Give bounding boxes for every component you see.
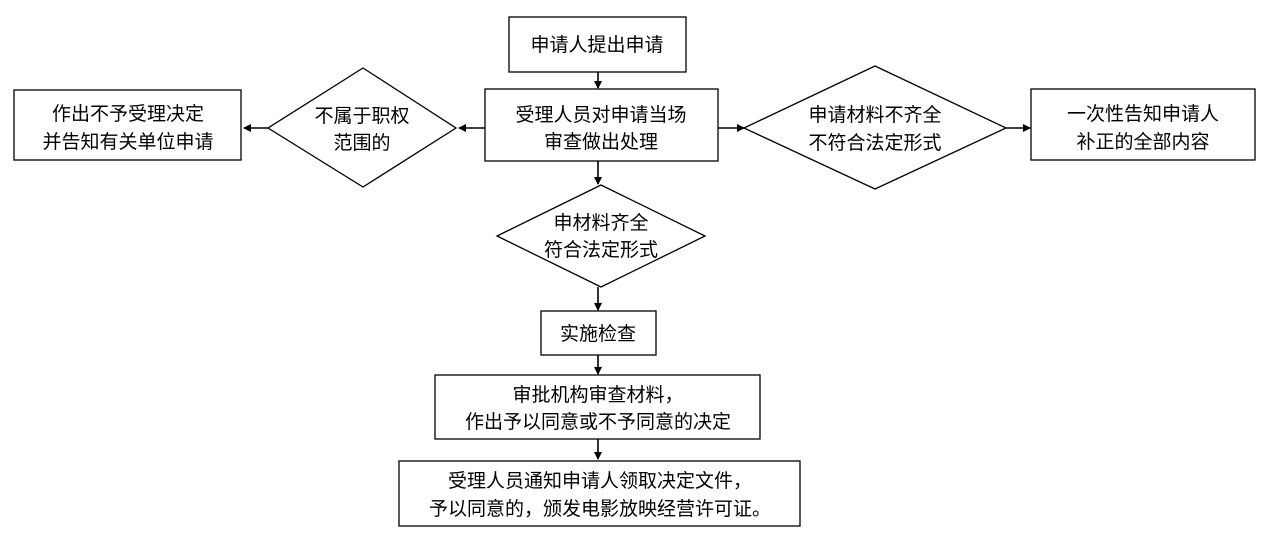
inspection-node: 实施检查	[540, 310, 657, 356]
not-in-scope-line1: 不属于职权	[314, 105, 409, 127]
approval-review-line1: 审批机构审查材料，	[512, 384, 683, 406]
notify-supplement-line2: 补正的全部内容	[1076, 131, 1209, 153]
final-notice-line1: 受理人员通知申请人领取决定文件，	[448, 470, 752, 492]
reject-notice-line1: 作出不予受理决定	[52, 103, 204, 125]
complete-decision: 申材料齐全 符合法定形式	[495, 184, 707, 288]
final-notice-line2: 予以同意的，颁发电影放映经营许可证。	[429, 498, 771, 520]
complete-line1: 申材料齐全	[553, 212, 648, 234]
start-node-label: 申请人提出申请	[530, 34, 663, 56]
final-notice-node: 受理人员通知申请人领取决定文件， 予以同意的，颁发电影放映经营许可证。	[398, 460, 801, 527]
approval-review-line2: 作出予以同意或不予同意的决定	[465, 411, 731, 433]
inspection-label: 实施检查	[560, 323, 636, 345]
incomplete-decision: 申请材料不齐全 不符合法定形式	[742, 65, 1008, 190]
reject-notice-line2: 并告知有关单位申请	[42, 131, 213, 153]
approval-review-node: 审批机构审查材料， 作出予以同意或不予同意的决定	[434, 374, 761, 440]
notify-supplement-line1: 一次性告知申请人	[1067, 103, 1219, 125]
incomplete-line2: 不符合法定形式	[808, 132, 941, 154]
review-node-line1: 受理人员对申请当场	[515, 104, 686, 126]
complete-line2: 符合法定形式	[544, 239, 658, 261]
review-node-line2: 审查做出处理	[544, 131, 658, 153]
not-in-scope-line2: 范围的	[333, 132, 390, 154]
review-node: 受理人员对申请当场 审查做出处理	[484, 88, 719, 162]
notify-supplement-node: 一次性告知申请人 补正的全部内容	[1030, 88, 1256, 161]
incomplete-line1: 申请材料不齐全	[808, 104, 941, 126]
start-node: 申请人提出申请	[508, 16, 687, 73]
not-in-scope-decision: 不属于职权 范围的	[266, 67, 458, 188]
reject-notice-node: 作出不予受理决定 并告知有关单位申请	[13, 89, 242, 161]
